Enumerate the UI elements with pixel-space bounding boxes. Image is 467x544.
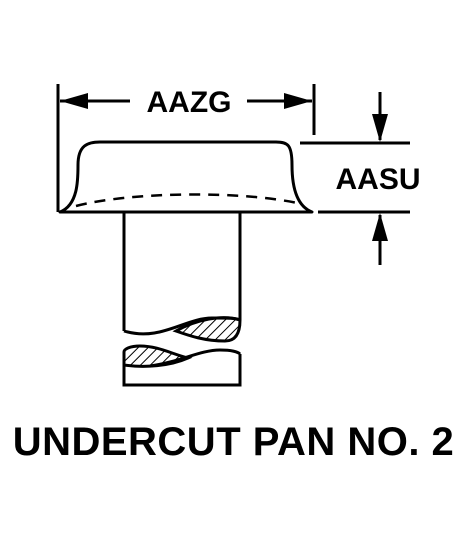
arrowhead-right <box>284 93 312 109</box>
width-dimension-label: AAZG <box>147 86 232 119</box>
drawing-caption: UNDERCUT PAN NO. 2 <box>12 420 455 464</box>
height-dimension-label: AASU <box>335 163 420 196</box>
shank <box>122 212 242 387</box>
pan-head-outline <box>58 140 314 214</box>
break-line-lower <box>149 348 242 368</box>
break-hatch-upper <box>172 316 242 343</box>
undercut-hidden-line <box>75 193 303 208</box>
arrowhead-bottom <box>372 213 388 241</box>
arrowhead-top <box>372 114 388 142</box>
shank-lower-segment <box>122 352 242 387</box>
arrowhead-left <box>60 93 88 109</box>
break-hatch-lower <box>122 344 193 368</box>
